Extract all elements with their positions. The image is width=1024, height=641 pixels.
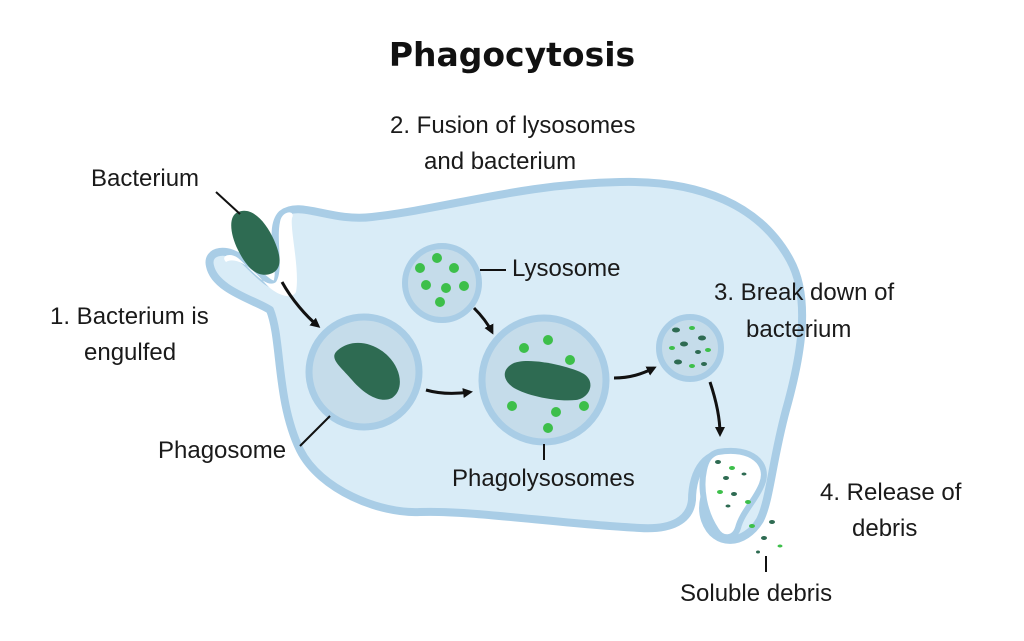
phagolysosome-bacterium bbox=[504, 361, 591, 401]
arrow-phagosome-to-phagolysosome bbox=[425, 388, 473, 398]
debris-particles bbox=[715, 460, 783, 554]
label-lysosome: Lysosome bbox=[512, 255, 621, 282]
label-step4-line2: debris bbox=[852, 515, 917, 542]
arrow-lysosome-fusion bbox=[472, 306, 494, 335]
label-bacterium: Bacterium bbox=[91, 165, 199, 192]
arrow-to-release bbox=[708, 381, 725, 437]
label-phagosome: Phagosome bbox=[158, 437, 286, 464]
phagosome-bacterium bbox=[334, 342, 400, 400]
label-step1-line2: engulfed bbox=[84, 339, 176, 366]
leader-bacterium bbox=[215, 191, 241, 215]
lysosome-enzymes bbox=[415, 253, 469, 307]
label-step3-line2: bacterium bbox=[746, 316, 851, 343]
label-step2-line2: and bacterium bbox=[424, 148, 576, 175]
label-step4-line1: 4. Release of bbox=[820, 479, 962, 506]
label-soluble-debris: Soluble debris bbox=[680, 580, 832, 607]
label-step2-line1: 2. Fusion of lysosomes bbox=[390, 112, 635, 139]
bacterium-fragments bbox=[669, 326, 711, 368]
process-arrows bbox=[280, 281, 725, 437]
arrow-engulf bbox=[280, 281, 321, 328]
bacterium-outside bbox=[231, 210, 280, 275]
label-step1-line1: 1. Bacterium is bbox=[50, 303, 209, 330]
label-phagolysosomes: Phagolysosomes bbox=[452, 465, 635, 492]
label-step3-line1: 3. Break down of bbox=[714, 279, 894, 306]
leader-phagosome bbox=[299, 415, 331, 447]
pseudopod-gap bbox=[224, 212, 297, 297]
arrow-to-breakdown bbox=[613, 366, 657, 380]
breakdown-vesicle bbox=[656, 314, 724, 382]
phagolysosome-enzymes bbox=[507, 335, 589, 433]
diagram-title: Phagocytosis bbox=[389, 35, 635, 74]
leader-lines bbox=[215, 191, 767, 572]
